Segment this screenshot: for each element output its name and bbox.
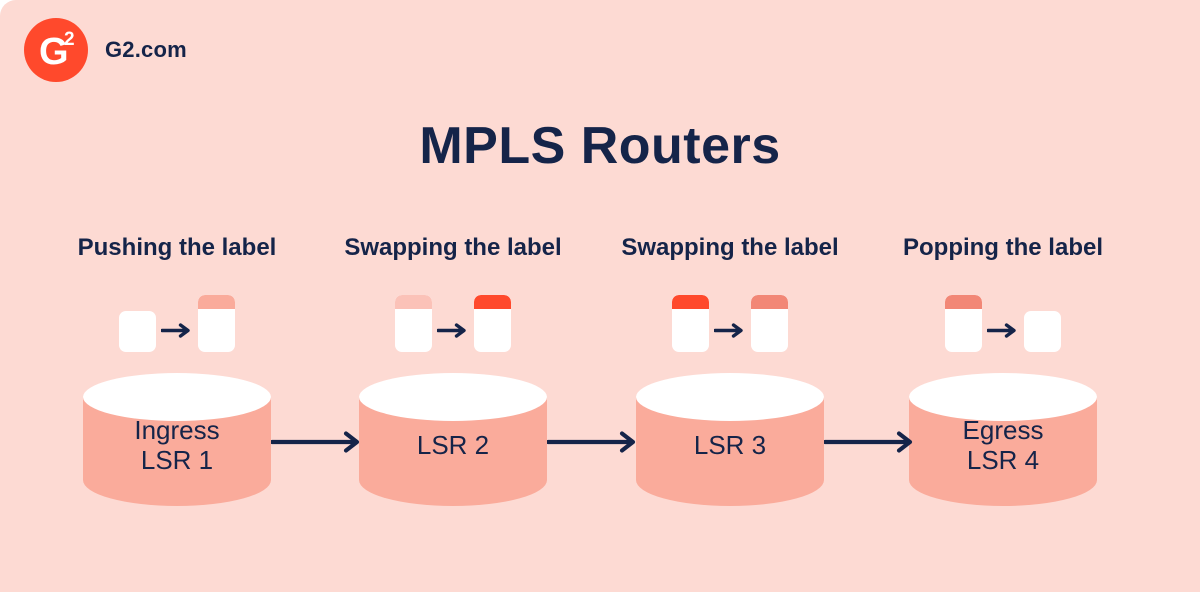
right-arrow-icon xyxy=(714,323,743,338)
column-heading: Swapping the label xyxy=(621,234,839,261)
router-name-line1: LSR 2 xyxy=(416,429,490,460)
brand-header: G 2 G2.com xyxy=(24,18,187,82)
packet-flow xyxy=(39,295,315,352)
arrow-shape xyxy=(437,323,466,338)
router-name: Ingress LSR 1 xyxy=(83,397,271,506)
flow-arrow-icon-1 xyxy=(271,431,360,453)
router-name-line2: LSR 1 xyxy=(140,444,214,475)
logo-letter: G xyxy=(39,31,69,73)
brand-text: G2.com xyxy=(105,37,187,62)
cylinder-top-ellipse xyxy=(909,373,1097,421)
right-arrow-icon xyxy=(987,323,1016,338)
column-swapping-1: Swapping the label LSR 2 xyxy=(315,234,591,506)
arrow-shape xyxy=(824,431,913,453)
right-arrow-icon xyxy=(437,323,466,338)
mpls-label-band xyxy=(945,295,982,309)
logo-superscript: 2 xyxy=(64,29,75,50)
column-popping: Popping the label Egress LSR 4 xyxy=(865,234,1141,506)
arrow-shape xyxy=(161,323,190,338)
mpls-label-band xyxy=(672,295,709,309)
g2-logo-icon: G 2 xyxy=(24,18,88,82)
flow-arrow-icon-3 xyxy=(824,431,913,453)
column-heading: Pushing the label xyxy=(77,234,277,261)
packet-after xyxy=(198,295,235,352)
router-cylinder: LSR 3 xyxy=(636,373,824,506)
packet-after xyxy=(751,295,788,352)
cylinder-top-ellipse xyxy=(636,373,824,421)
arrow-shape xyxy=(987,323,1016,338)
packet-before xyxy=(395,295,432,352)
page-title: MPLS Routers xyxy=(419,117,781,175)
router-name: LSR 2 xyxy=(359,397,547,506)
router-name-line2: LSR 4 xyxy=(966,444,1040,475)
router-cylinder: LSR 2 xyxy=(359,373,547,506)
mpls-label-band xyxy=(198,295,235,309)
column-heading: Swapping the label xyxy=(344,234,562,261)
packet-before xyxy=(672,295,709,352)
packet-after xyxy=(1024,311,1061,352)
arrow-shape xyxy=(714,323,743,338)
packet-flow xyxy=(315,295,591,352)
router-name-line1: Ingress xyxy=(134,414,220,445)
logo-circle xyxy=(24,18,88,82)
cylinder-top-ellipse xyxy=(359,373,547,421)
packet-after xyxy=(474,295,511,352)
router-name-line1: Egress xyxy=(962,414,1044,445)
cylinder-top-ellipse xyxy=(83,373,271,421)
arrow-shape xyxy=(547,431,636,453)
router-cylinder: Ingress LSR 1 xyxy=(83,373,271,506)
packet-flow xyxy=(592,295,868,352)
router-name: Egress LSR 4 xyxy=(909,397,1097,506)
packet-before xyxy=(945,295,982,352)
packet-flow xyxy=(865,295,1141,352)
packet-before xyxy=(119,311,156,352)
router-cylinder: Egress LSR 4 xyxy=(909,373,1097,506)
flow-arrow-icon-2 xyxy=(547,431,636,453)
router-name-line1: LSR 3 xyxy=(693,429,767,460)
router-name: LSR 3 xyxy=(636,397,824,506)
right-arrow-icon xyxy=(161,323,190,338)
mpls-label-band xyxy=(751,295,788,309)
column-heading: Popping the label xyxy=(902,234,1103,261)
column-swapping-2: Swapping the label LSR 3 xyxy=(592,234,868,506)
mpls-label-band xyxy=(474,295,511,309)
arrow-shape xyxy=(271,431,360,453)
mpls-label-band xyxy=(395,295,432,309)
column-pushing: Pushing the label Ingress LSR 1 xyxy=(39,234,315,506)
